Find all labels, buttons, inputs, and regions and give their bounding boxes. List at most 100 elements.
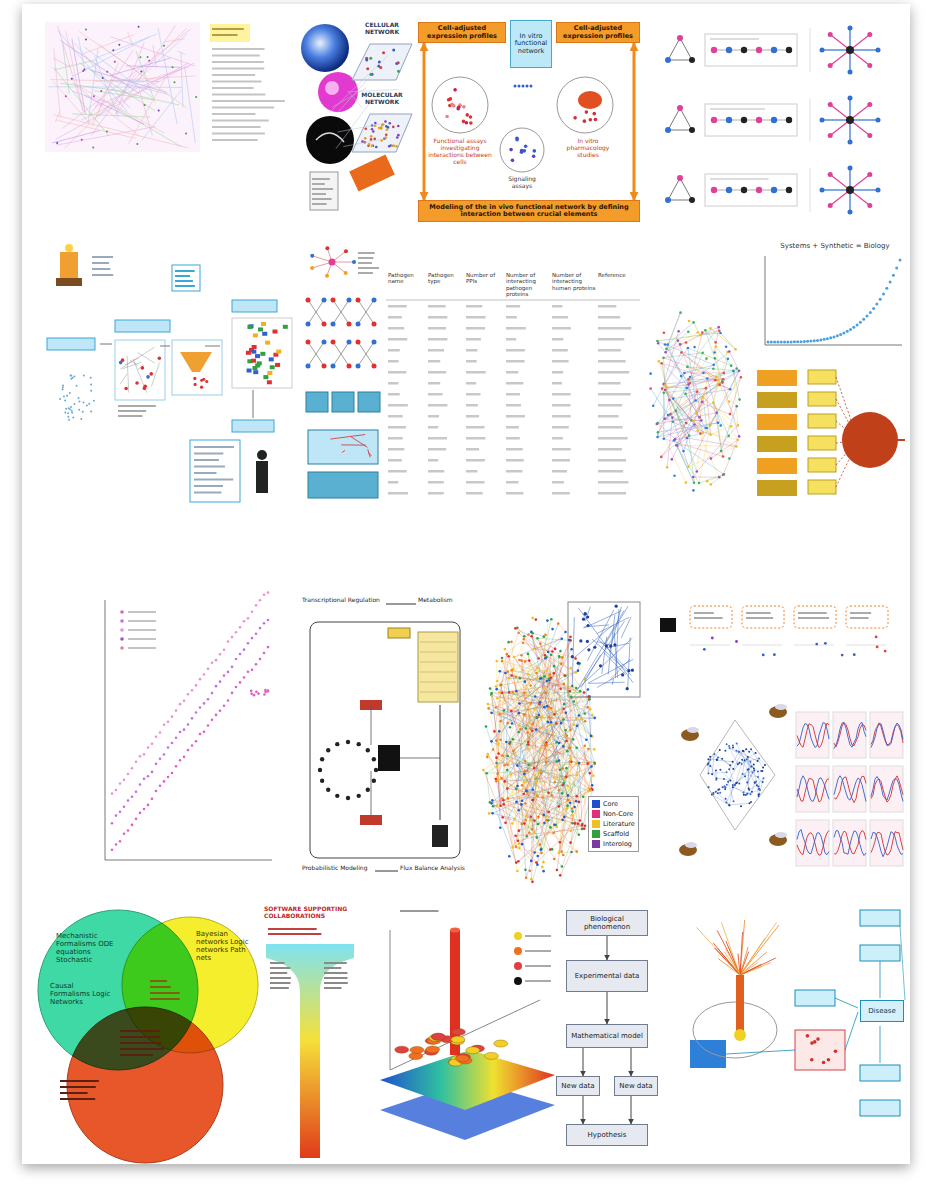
text-bar <box>358 262 372 264</box>
text-bar <box>212 81 262 83</box>
table-cell <box>466 327 485 330</box>
data-dot <box>90 390 92 392</box>
teal-box <box>308 472 378 498</box>
cycle-dot <box>372 779 376 783</box>
network-edge <box>487 749 493 756</box>
network-node <box>721 381 724 384</box>
table-cell <box>388 426 406 429</box>
table-cell <box>552 327 571 330</box>
legend-marker <box>120 646 124 650</box>
map-line <box>98 34 188 117</box>
data-point <box>264 691 267 694</box>
network-node <box>669 413 672 416</box>
network-edge <box>665 390 703 433</box>
table-cell <box>506 492 523 495</box>
network-node <box>498 730 501 733</box>
network-node <box>500 684 503 687</box>
network-node <box>570 851 573 854</box>
network-node <box>364 137 367 140</box>
network-node <box>352 260 356 264</box>
table-cell <box>466 382 476 385</box>
data-point <box>131 767 134 770</box>
map-node <box>100 90 102 92</box>
text-bar <box>92 274 113 276</box>
network-node <box>675 444 678 447</box>
network-node <box>386 128 389 131</box>
link-line <box>336 102 370 148</box>
network-node <box>124 387 128 391</box>
network-node <box>699 432 702 435</box>
network-node <box>556 825 559 828</box>
network-node <box>709 433 712 436</box>
network-plane <box>352 114 412 152</box>
motif-node <box>771 117 777 123</box>
network-box <box>172 340 222 395</box>
network-node <box>710 483 713 486</box>
network-node <box>194 383 197 386</box>
motif-node <box>665 57 671 63</box>
person-icon <box>256 461 268 493</box>
network-node <box>397 134 400 137</box>
network-edge <box>688 446 736 466</box>
network-node <box>529 819 532 822</box>
network-node <box>527 673 530 676</box>
cell-image <box>318 72 358 112</box>
network-node <box>506 722 509 725</box>
network-node <box>578 714 581 717</box>
network-edge <box>534 649 553 652</box>
motif-node <box>828 133 833 138</box>
data-point <box>135 790 138 793</box>
network-node <box>485 725 488 728</box>
network-edge <box>528 742 594 749</box>
data-point <box>833 335 836 338</box>
axis <box>390 1000 540 1070</box>
orange-box <box>757 436 797 452</box>
network-node <box>709 424 712 427</box>
protein-blob <box>246 351 251 355</box>
network-edge <box>687 438 736 446</box>
map-line <box>74 43 129 108</box>
orange-box <box>757 480 797 496</box>
motif-node <box>711 187 717 193</box>
network-edge <box>127 356 129 393</box>
network-node <box>500 777 503 780</box>
map-node <box>163 45 165 47</box>
network-edge <box>557 795 568 870</box>
orange-box <box>757 392 797 408</box>
data-dot <box>90 410 92 412</box>
network-edge <box>665 390 703 433</box>
network-edge <box>502 661 550 675</box>
motif-node <box>677 35 683 41</box>
cell-dot <box>524 144 528 148</box>
network-node <box>545 741 548 744</box>
network-edge <box>499 754 559 791</box>
network-node <box>566 807 569 810</box>
network-edge <box>694 322 701 335</box>
network-node <box>521 799 524 802</box>
network-edge <box>711 474 724 484</box>
network-edge <box>536 709 590 782</box>
map-node <box>106 131 108 133</box>
network-node <box>521 843 524 846</box>
protein-blob <box>262 332 267 336</box>
data-point <box>207 698 210 701</box>
motif-node <box>846 116 854 124</box>
data-point <box>255 604 258 607</box>
arrow-line <box>205 346 220 347</box>
data-point <box>780 340 783 343</box>
network-node <box>687 378 690 381</box>
data-point <box>111 848 114 851</box>
network-edge <box>492 785 563 803</box>
network-plane <box>352 44 412 80</box>
network-node <box>718 329 721 332</box>
flow-line <box>371 705 372 745</box>
data-point <box>219 709 222 712</box>
data-point <box>155 790 158 793</box>
data-point <box>171 715 174 718</box>
network-node <box>494 778 497 781</box>
data-point <box>776 340 779 343</box>
network-node <box>555 722 558 725</box>
text-bar <box>92 262 109 264</box>
network-node <box>555 760 558 763</box>
cycle-dot <box>318 768 322 772</box>
